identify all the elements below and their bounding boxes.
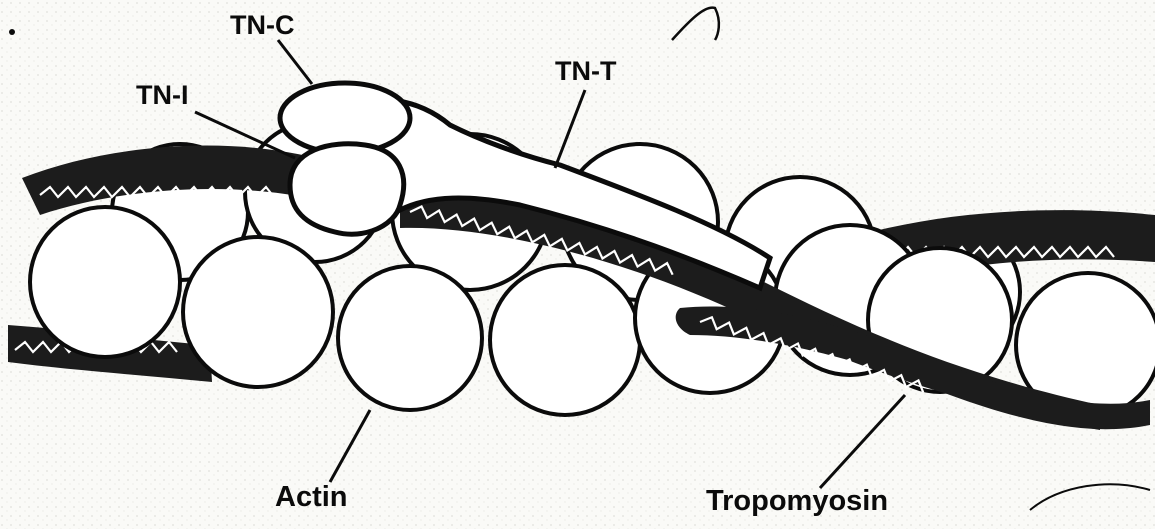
tropomyosin-label: Tropomyosin: [706, 487, 888, 516]
actin-monomer: [30, 207, 180, 357]
actin-monomer: [490, 265, 640, 415]
troponin-i: [290, 144, 404, 234]
actin-label: Actin: [275, 483, 348, 512]
tn-i-label: TN-I: [136, 82, 188, 109]
actin-monomer: [338, 266, 482, 410]
tn-t-label: TN-T: [555, 58, 616, 85]
tn-c-label: TN-C: [230, 12, 294, 39]
stray-dot: [9, 29, 15, 35]
actin-monomer: [183, 237, 333, 387]
